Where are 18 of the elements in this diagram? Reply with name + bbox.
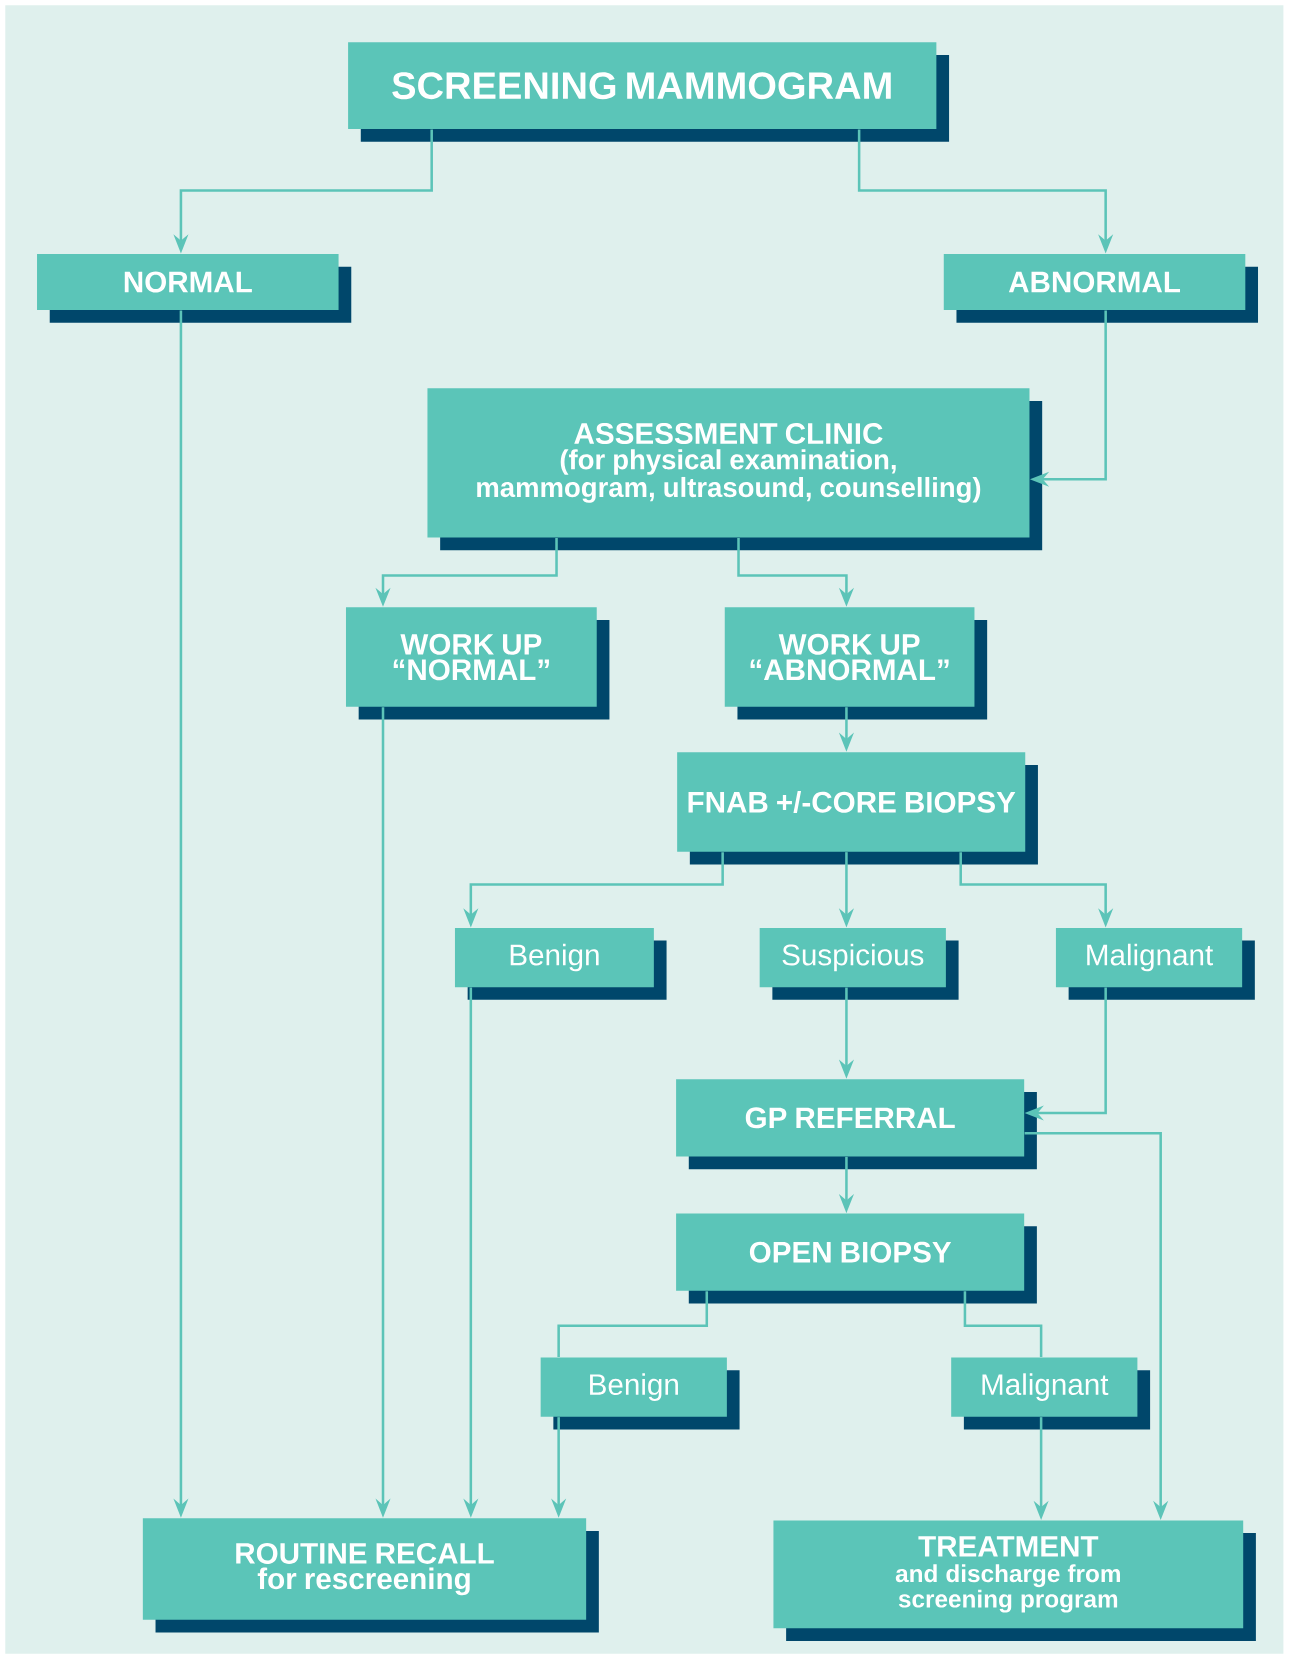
process-box: WORK UP “ABNORMAL” (724, 607, 988, 720)
result-box: Benign (455, 927, 667, 1000)
process-box: WORK UP “NORMAL” (346, 607, 610, 720)
result-box: Benign (540, 1357, 740, 1430)
process-box: ASSESSMENT CLINIC (for physical examination, mammogram, ultrasound, counselling) (427, 388, 1043, 551)
connector-line (963, 1291, 1043, 1358)
outcome-box: ROUTINE RECALL for rescreening (143, 1518, 599, 1633)
result-box: Suspicious (759, 927, 959, 1000)
process-box: ABNORMAL (943, 253, 1259, 323)
result-box: Malignant (951, 1357, 1151, 1430)
result-box: Malignant (1056, 927, 1255, 1000)
process-box: GP REFERRAL (676, 1079, 1038, 1170)
process-box: FNAB +/-CORE BIOPSY (677, 752, 1039, 865)
outcome-box: TREATMENT and discharge from screening program (773, 1520, 1257, 1642)
connector-line (557, 1291, 709, 1358)
title-box: SCREENING MAMMOGRAM (348, 42, 950, 142)
process-box: OPEN BIOPSY (676, 1213, 1038, 1304)
process-box: NORMAL (37, 253, 352, 323)
